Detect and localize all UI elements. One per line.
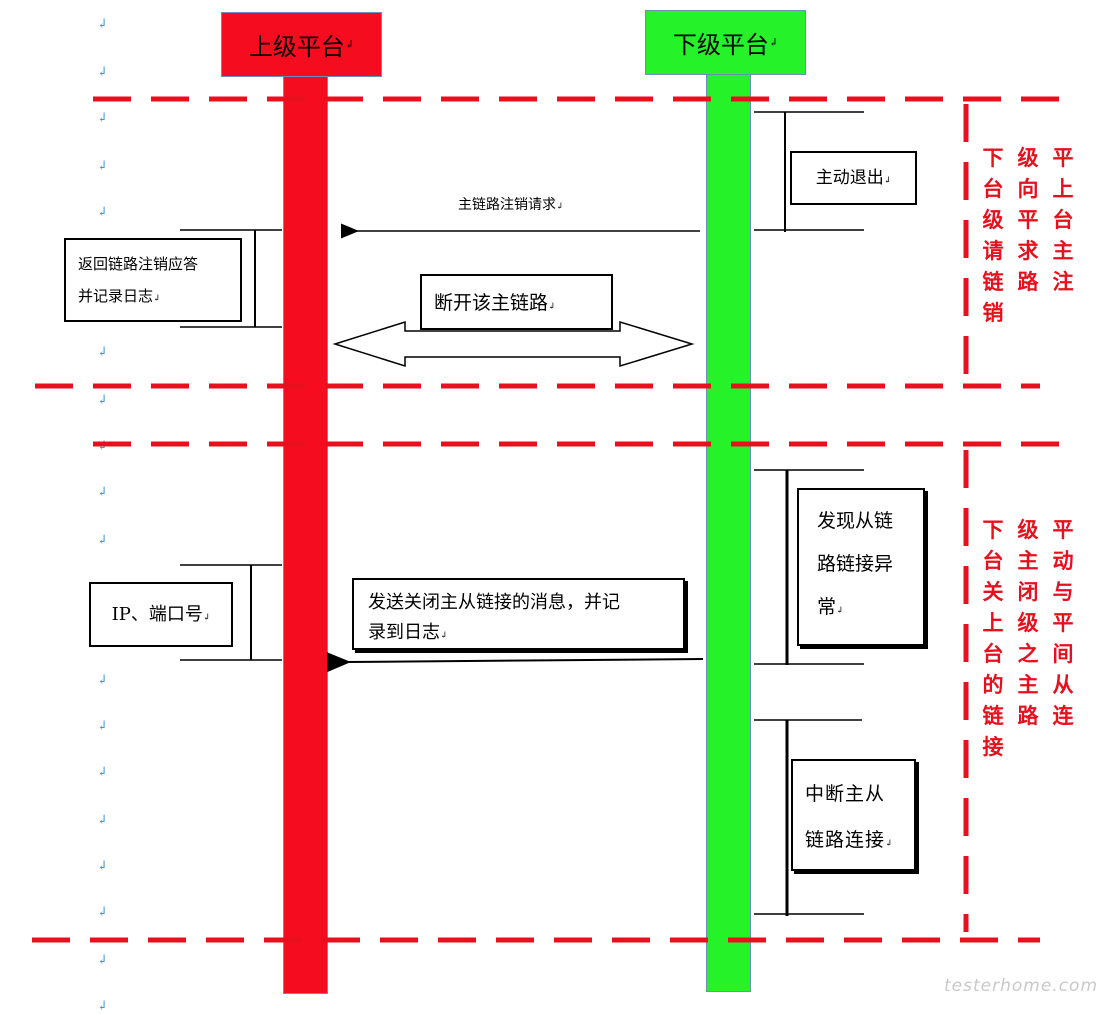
- paragraph-mark: ↲: [97, 719, 108, 734]
- upper-platform-header: 上级平台↲: [221, 12, 382, 77]
- watermark: testerhome.com: [944, 976, 1096, 996]
- lower-action-box: 主动退出↲: [790, 151, 917, 205]
- section2-dashed-border: [32, 441, 1062, 943]
- paragraph-mark: ↲: [97, 17, 108, 32]
- disconnect-box: 断开该主链路↲: [420, 274, 613, 330]
- section2-side-col-1: 下台关上台的链接: [982, 517, 1004, 759]
- disconnect-double-arrow: [332, 320, 695, 368]
- upper-platform-label: 上级平台: [248, 33, 345, 61]
- paragraph-mark: ↲: [97, 393, 108, 408]
- close-message-box: 发送关闭主从链接的消息，并记 录到日志↲: [352, 578, 685, 650]
- lower-bracket-1: [754, 111, 864, 232]
- section1-side-col-3: 平上台主注: [1052, 145, 1074, 294]
- paragraph-mark: ↲: [97, 765, 108, 780]
- section2-side-col-2: 级主闭级之主路: [1017, 517, 1039, 728]
- section1-side-col-1: 下台级请链销: [982, 145, 1004, 325]
- close-message-arrow: [326, 652, 704, 673]
- disconnect-text: 断开该主链路: [434, 292, 549, 314]
- lower-interrupt-line-2: 链路连接: [805, 829, 886, 851]
- upper-platform-lifeline: [283, 74, 328, 994]
- paragraph-mark: ↲: [97, 813, 108, 828]
- section1-dashed-border: [35, 96, 1062, 389]
- request-label-text: 主链路注销请求: [458, 197, 556, 213]
- lower-detect-line-3: 常: [817, 596, 837, 618]
- upper-record-box: IP、端口号↲: [89, 582, 233, 647]
- paragraph-mark: ↲: [97, 953, 108, 968]
- paragraph-mark: ↲: [97, 485, 108, 500]
- lower-action-text: 主动退出: [815, 168, 884, 188]
- upper-response-box: 返回链路注销应答 并记录日志↲: [64, 238, 242, 322]
- paragraph-mark: ↲: [97, 65, 108, 80]
- lower-platform-lifeline: [706, 74, 751, 992]
- section2-side-col-3: 平动与平间从连: [1052, 517, 1074, 728]
- lower-bracket-3: [754, 719, 864, 916]
- lower-platform-label: 下级平台: [672, 31, 769, 59]
- upper-bracket-2: [180, 564, 282, 661]
- lower-detect-line-1: 发现从链: [817, 510, 894, 532]
- lower-platform-header: 下级平台↲: [645, 10, 806, 75]
- upper-response-line-1: 返回链路注销应答: [78, 255, 199, 273]
- lower-interrupt-box: 中断主从 链路连接↲: [791, 759, 916, 871]
- close-message-line-1: 发送关闭主从链接的消息，并记: [368, 592, 620, 613]
- paragraph-mark: ↲: [97, 205, 108, 220]
- paragraph-mark: ↲: [97, 999, 108, 1014]
- paragraph-mark: ↲: [97, 905, 108, 920]
- upper-record-text: IP、端口号: [111, 604, 203, 625]
- paragraph-mark: ↲: [97, 673, 108, 688]
- close-message-line-2: 录到日志: [368, 622, 440, 643]
- section1-side-col-2: 级向平求路: [1017, 145, 1039, 294]
- paragraph-mark: ↲: [97, 111, 108, 126]
- lower-detect-line-2: 路链接异: [817, 553, 894, 575]
- paragraph-mark: ↲: [97, 533, 108, 548]
- request-label: 主链路注销请求↲: [458, 197, 564, 213]
- lower-bracket-2: [754, 469, 864, 665]
- paragraph-mark: ↲: [97, 159, 108, 174]
- upper-bracket-1: [180, 229, 282, 328]
- lower-detect-box: 发现从链 路链接异 常↲: [797, 488, 925, 646]
- paragraph-mark: ↲: [97, 859, 108, 874]
- paragraph-mark: ↲: [97, 345, 108, 360]
- upper-response-line-2: 并记录日志: [78, 287, 154, 305]
- lower-interrupt-line-1: 中断主从: [805, 783, 886, 805]
